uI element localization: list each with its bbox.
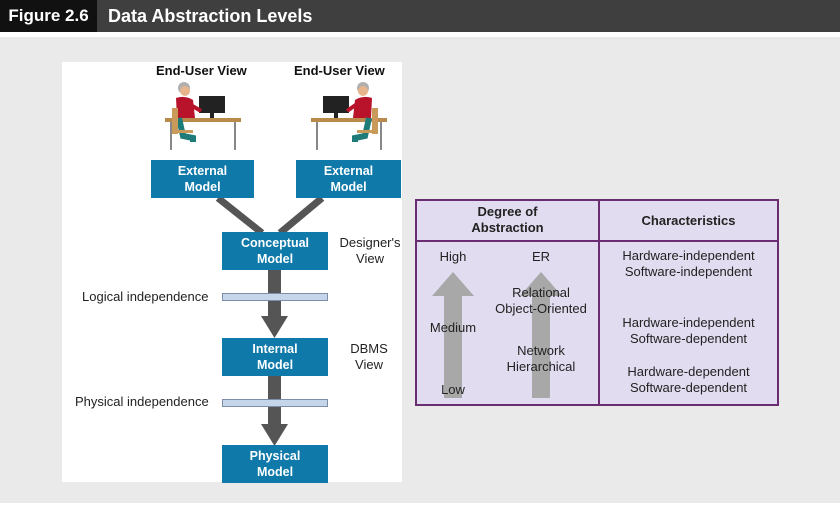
logical-independence-label: Logical independence <box>82 289 209 304</box>
model-er: ER <box>531 249 551 264</box>
level-low: Low <box>441 382 465 397</box>
figure-title: Data Abstraction Levels <box>108 6 313 26</box>
level-arrow-shaft <box>444 294 462 398</box>
level-arrow-head <box>432 272 474 296</box>
physical-independence-label: Physical independence <box>75 394 209 409</box>
logical-independence-bar <box>222 293 328 301</box>
model-arrow-head <box>520 272 562 296</box>
dbms-view-label: DBMS View <box>350 341 388 372</box>
model-arrow-shaft <box>532 294 550 398</box>
level-medium: Medium <box>429 320 477 335</box>
designers-view-label: Designer's View <box>339 235 401 266</box>
conceptual-model-box: Conceptual Model <box>222 232 328 270</box>
end-user-view-right: End-User View <box>294 63 385 78</box>
characteristics-high: Hardware-independent Software-independen… <box>622 248 755 279</box>
model-relational-oo: Relational Object-Oriented <box>495 285 587 316</box>
external-model-left-box: External Model <box>151 160 254 198</box>
person-at-computer-icon <box>311 82 387 150</box>
physical-model-box: Physical Model <box>222 445 328 483</box>
end-user-view-left: End-User View <box>156 63 247 78</box>
external-model-right-box: External Model <box>296 160 401 198</box>
arrow-head-2 <box>261 424 288 446</box>
table-column-divider <box>598 201 600 404</box>
arrow-head-1 <box>261 316 288 338</box>
characteristics-medium: Hardware-independent Software-dependent <box>622 315 755 346</box>
figure-header: Figure 2.6 Data Abstraction Levels <box>0 0 840 32</box>
abstraction-arrows <box>432 272 562 398</box>
physical-independence-bar <box>222 399 328 407</box>
characteristics-header: Characteristics <box>641 213 736 228</box>
abstraction-table: Degree of Abstraction Characteristics Hi… <box>415 199 779 406</box>
characteristics-low: Hardware-dependent Software-dependent <box>627 364 750 395</box>
person-at-computer-icon <box>165 82 241 150</box>
internal-model-box: Internal Model <box>222 338 328 376</box>
figure-number: Figure 2.6 <box>0 0 97 32</box>
diagram-area <box>62 62 402 482</box>
model-network-hierarchical: Network Hierarchical <box>506 343 576 374</box>
connector-left <box>215 195 265 236</box>
degree-of-abstraction-header: Degree of Abstraction <box>471 204 544 235</box>
table-header-divider <box>417 240 777 242</box>
connector-right <box>277 195 325 236</box>
level-high: High <box>439 249 467 264</box>
